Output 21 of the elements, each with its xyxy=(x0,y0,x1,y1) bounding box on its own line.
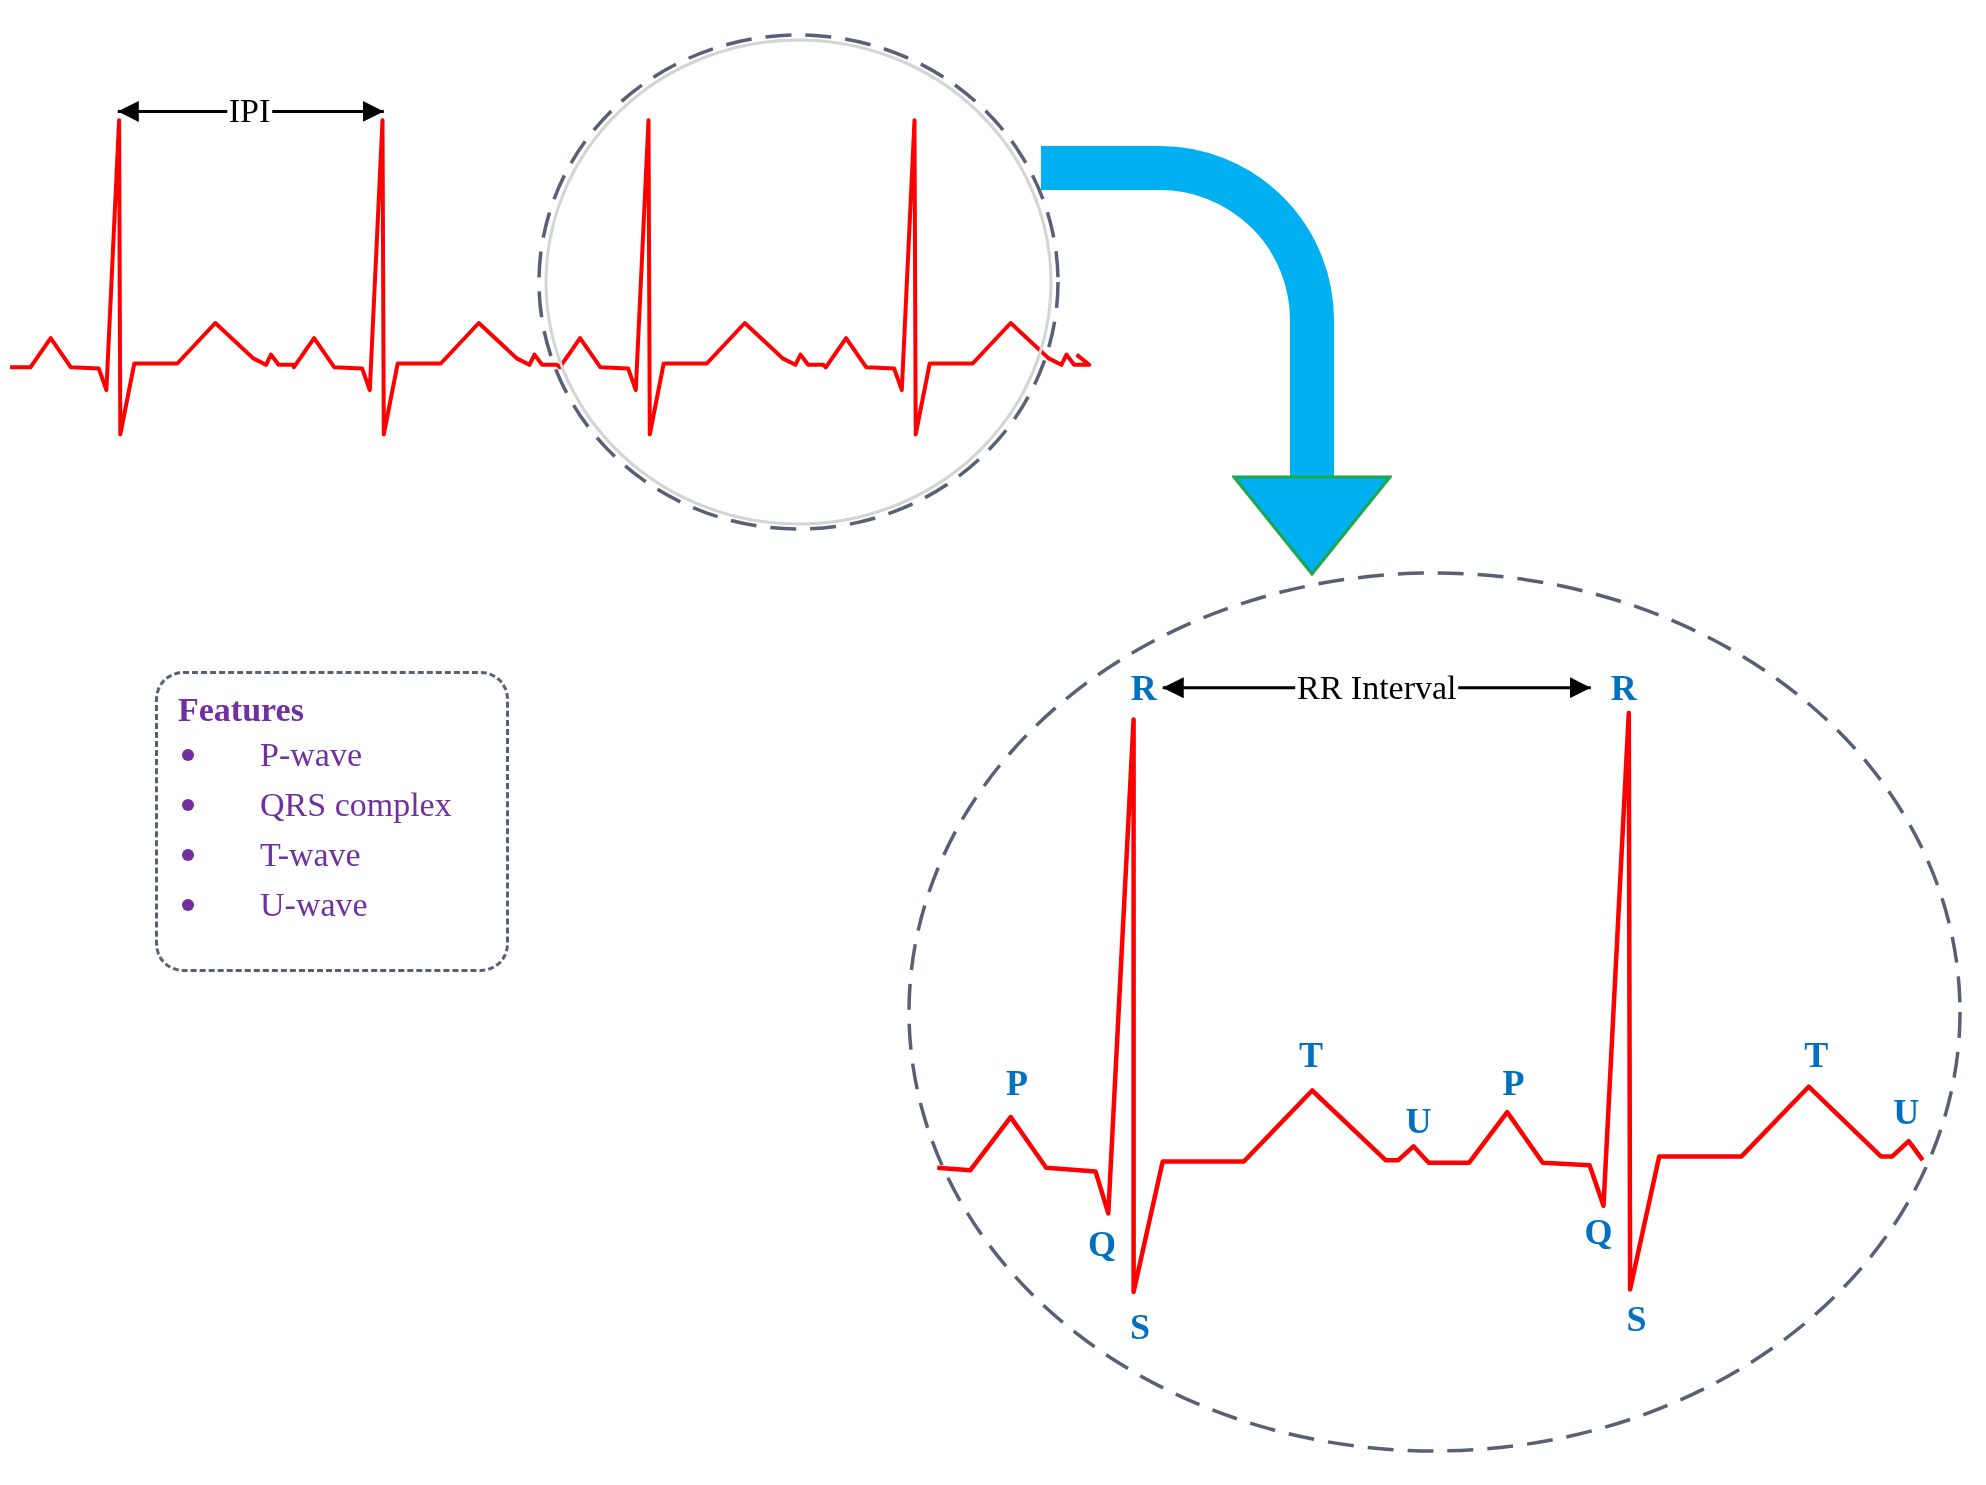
wave-label: S xyxy=(1129,1309,1150,1346)
wave-label: T xyxy=(1804,1037,1829,1074)
wave-label: T xyxy=(1298,1037,1323,1074)
wave-label: Q xyxy=(1584,1214,1613,1251)
dashed-ellipse xyxy=(536,32,1061,532)
feature-item: T-wave xyxy=(260,835,361,875)
feature-item: QRS complex xyxy=(260,785,452,825)
feature-item: U-wave xyxy=(260,885,368,925)
wave-label: S xyxy=(1626,1300,1647,1337)
wave-label: U xyxy=(1893,1094,1920,1131)
curved-arrow xyxy=(1041,146,1392,576)
dashed-ellipse xyxy=(906,570,1963,1454)
features-heading: Features xyxy=(178,690,305,730)
wave-label: P xyxy=(1502,1064,1525,1101)
wave-label: P xyxy=(1006,1064,1029,1101)
features-box xyxy=(155,671,509,972)
wave-label: U xyxy=(1405,1102,1432,1139)
wave-label: R xyxy=(1610,669,1637,706)
wave-label: R xyxy=(1130,669,1157,706)
wave-label: Q xyxy=(1087,1225,1116,1262)
feature-item: P-wave xyxy=(260,735,362,775)
